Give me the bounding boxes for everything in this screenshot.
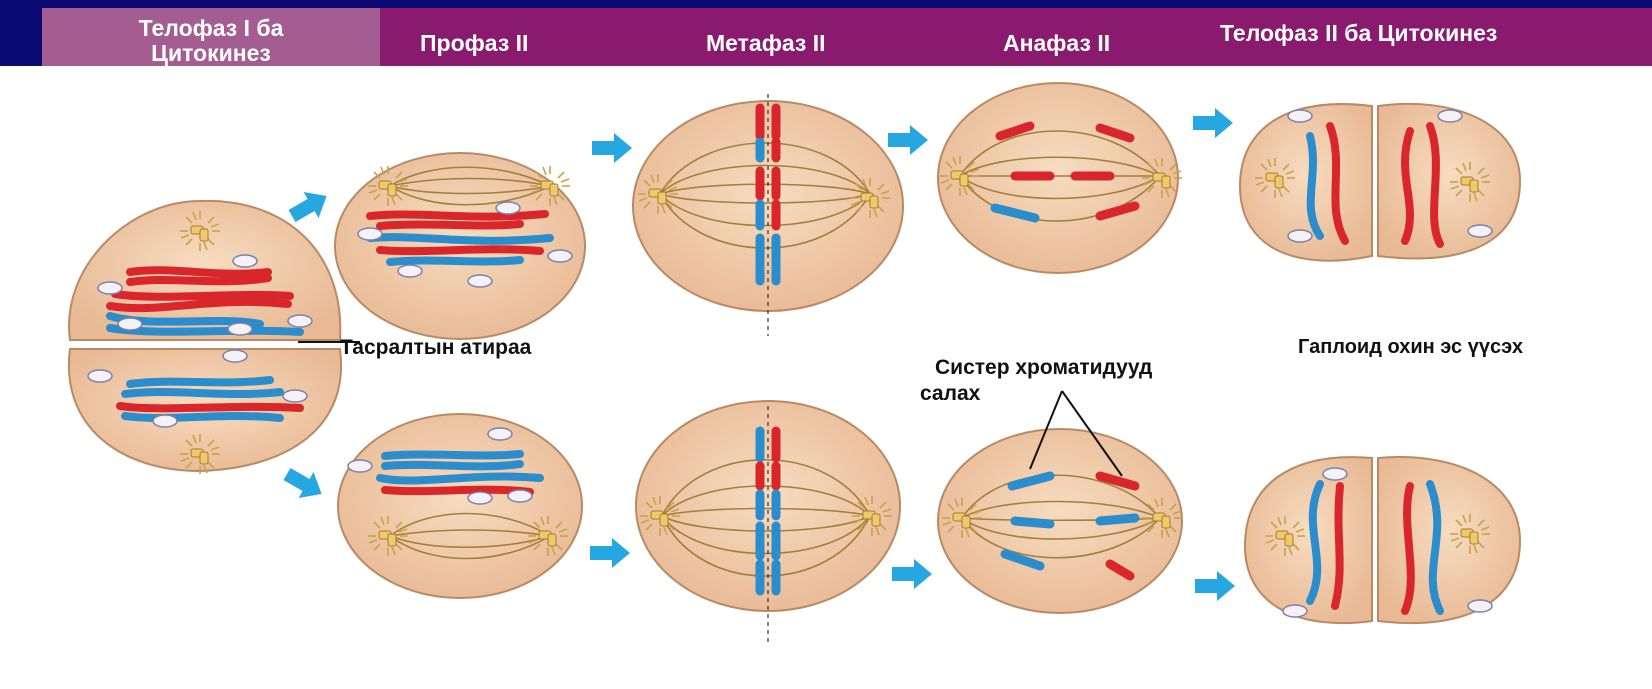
arrow-icon-prophase2-to-metaphase2-bottom [590, 538, 630, 568]
haploid-daughter-cells-label: Гаплоид охин эс үүсэх [1298, 336, 1523, 359]
sister-chromatids-label-line1: Систер хроматидууд [935, 356, 1152, 380]
stage-header-rest: Профаз II Метафаз II Анафаз II Телофаз I… [380, 8, 1652, 66]
arrow-icon-anaphase2-to-telophase2-bottom [1195, 571, 1235, 601]
stage-prophase2-label: Профаз II [420, 30, 528, 57]
prophase2-top-cell [335, 153, 585, 339]
metaphase2-top-cell [633, 94, 903, 336]
stage-telophase1-line2: Цитокинез [42, 41, 380, 66]
metaphase2-bottom-cell [636, 401, 900, 646]
anaphase2-bottom-cell [938, 429, 1182, 613]
arrow-icon-anaphase2-to-telophase2-top [1193, 108, 1233, 138]
stage-metaphase2-label: Метафаз II [706, 30, 826, 57]
sister-chromatids-label-line2: салах [920, 382, 980, 406]
stage-anaphase2-label: Анафаз II [1003, 30, 1110, 57]
prophase2-bottom-cell [338, 414, 582, 598]
stage-telophase2-label: Телофаз II ба Цитокинез [1220, 20, 1497, 47]
arrow-icon-metaphase2-to-anaphase2-bottom [892, 559, 932, 589]
meiosis-diagram [0, 66, 1652, 689]
arrow-icon-telophase1-to-prophase2-top [285, 183, 335, 229]
stage-telophase1-header: Телофаз I ба Цитокинез [42, 8, 380, 66]
telophase1-cell [69, 201, 341, 474]
diagram-panel: Тасралтын атираа Гаплоид охин эс үүсэх С… [0, 66, 1652, 689]
anaphase2-top-cell [938, 83, 1182, 273]
stage-header-bar: Телофаз I ба Цитокинез Профаз II Метафаз… [42, 8, 1652, 66]
telophase2-bottom-cells [1245, 457, 1520, 623]
stage-telophase1-line1: Телофаз I ба [42, 8, 380, 41]
arrow-icon-metaphase2-to-anaphase2-top [888, 125, 928, 155]
cleavage-furrow-label: Тасралтын атираа [340, 336, 531, 360]
telophase2-top-cells [1240, 104, 1520, 261]
arrow-icon-prophase2-to-metaphase2-top [592, 133, 632, 163]
arrow-icon-telophase1-to-prophase2-bottom [280, 461, 330, 507]
